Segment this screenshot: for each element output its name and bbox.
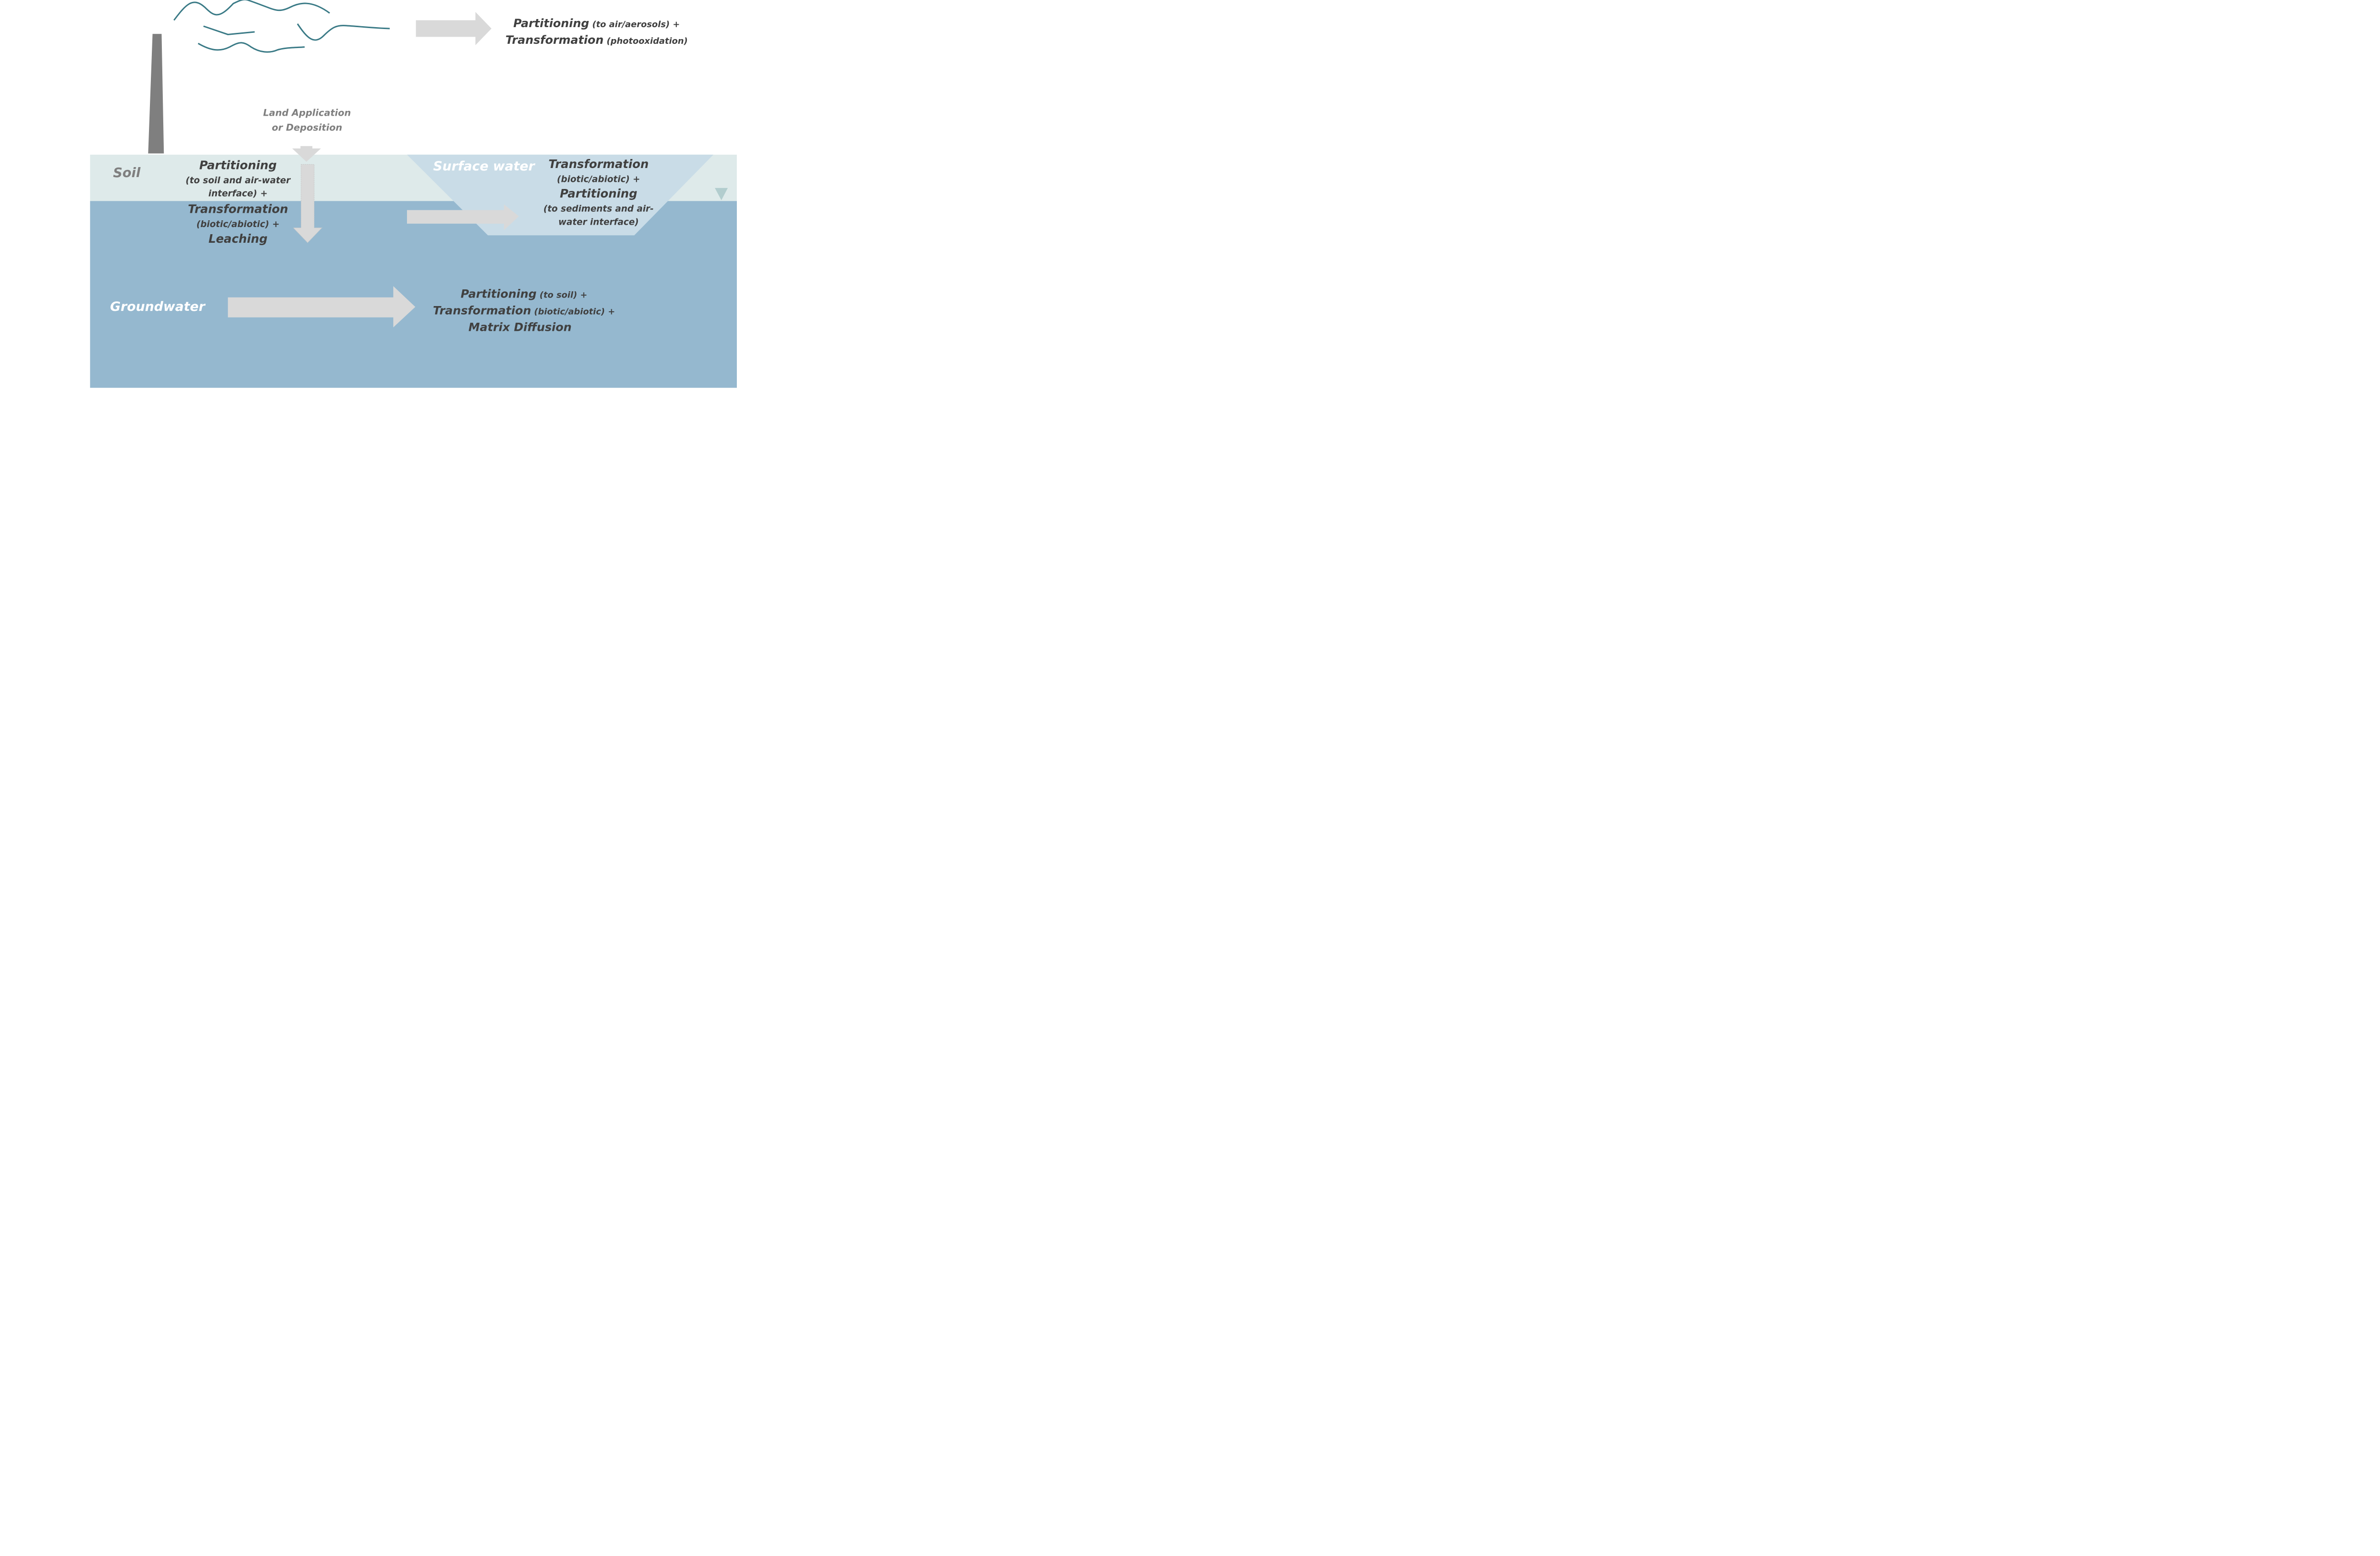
soil-process-transformation-detail: (biotic/abiotic) + xyxy=(197,219,280,229)
soil-process-partitioning: Partitioning xyxy=(199,158,277,172)
surface-water-process-partitioning: Partitioning xyxy=(560,187,637,200)
air-process-line-2: Transformation (photooxidation) xyxy=(486,33,700,47)
air-transformation-label: Transformation xyxy=(506,33,604,47)
smoke-line-3 xyxy=(198,42,305,53)
soil-process-leaching: Leaching xyxy=(208,232,268,246)
smoke-plume-icon xyxy=(173,0,390,53)
land-application-label-line-2: or Deposition xyxy=(272,122,342,133)
soil-process-partitioning-detail-1: (to soil and air-water xyxy=(186,176,291,186)
water-table-icon xyxy=(714,188,728,200)
air-process-line-1: Partitioning (to air/aerosols) + xyxy=(494,17,692,30)
soil-label: Soil xyxy=(113,165,140,180)
runoff-arrow xyxy=(407,204,519,230)
groundwater-partitioning-detail: (to soil) + xyxy=(536,290,587,300)
groundwater-process-line-2: Transformation (biotic/abiotic) + xyxy=(413,304,627,317)
groundwater-process-line-1: Partitioning (to soil) + xyxy=(441,287,599,300)
soil-process-partitioning-detail-2: interface) + xyxy=(208,188,268,198)
air-partitioning-label: Partitioning xyxy=(513,17,589,30)
surface-water-process-transformation-detail: (biotic/abiotic) + xyxy=(557,174,640,184)
groundwater-transformation-detail: (biotic/abiotic) + xyxy=(531,307,615,317)
surface-water-process-transformation: Transformation xyxy=(548,157,649,171)
air-transport-arrow xyxy=(416,11,492,45)
smokestack-icon xyxy=(148,34,164,154)
smoke-line-4 xyxy=(297,23,390,41)
surface-water-process-partitioning-detail-2: water interface) xyxy=(558,217,639,227)
leaching-arrow xyxy=(293,164,323,243)
smoke-line-2 xyxy=(203,25,255,36)
soil-process-transformation: Transformation xyxy=(188,202,288,216)
land-application-label-line-1: Land Application xyxy=(263,108,351,119)
groundwater-process-matrix-diffusion: Matrix Diffusion xyxy=(468,320,572,334)
surface-water-process-partitioning-detail-1: (to sediments and air- xyxy=(544,204,654,214)
surface-water-label: Surface water xyxy=(433,159,536,174)
fate-transport-diagram: Partitioning (to air/aerosols) + Transfo… xyxy=(90,0,737,388)
groundwater-partitioning-label: Partitioning xyxy=(461,287,536,300)
groundwater-label: Groundwater xyxy=(110,299,206,314)
groundwater-flow-arrow xyxy=(228,286,416,327)
air-transformation-detail: (photooxidation) xyxy=(604,36,688,46)
smoke-line-1 xyxy=(173,0,330,21)
groundwater-transformation-label: Transformation xyxy=(433,304,531,317)
air-partitioning-detail: (to air/aerosols) + xyxy=(589,20,680,30)
land-application-arrow xyxy=(292,146,321,162)
